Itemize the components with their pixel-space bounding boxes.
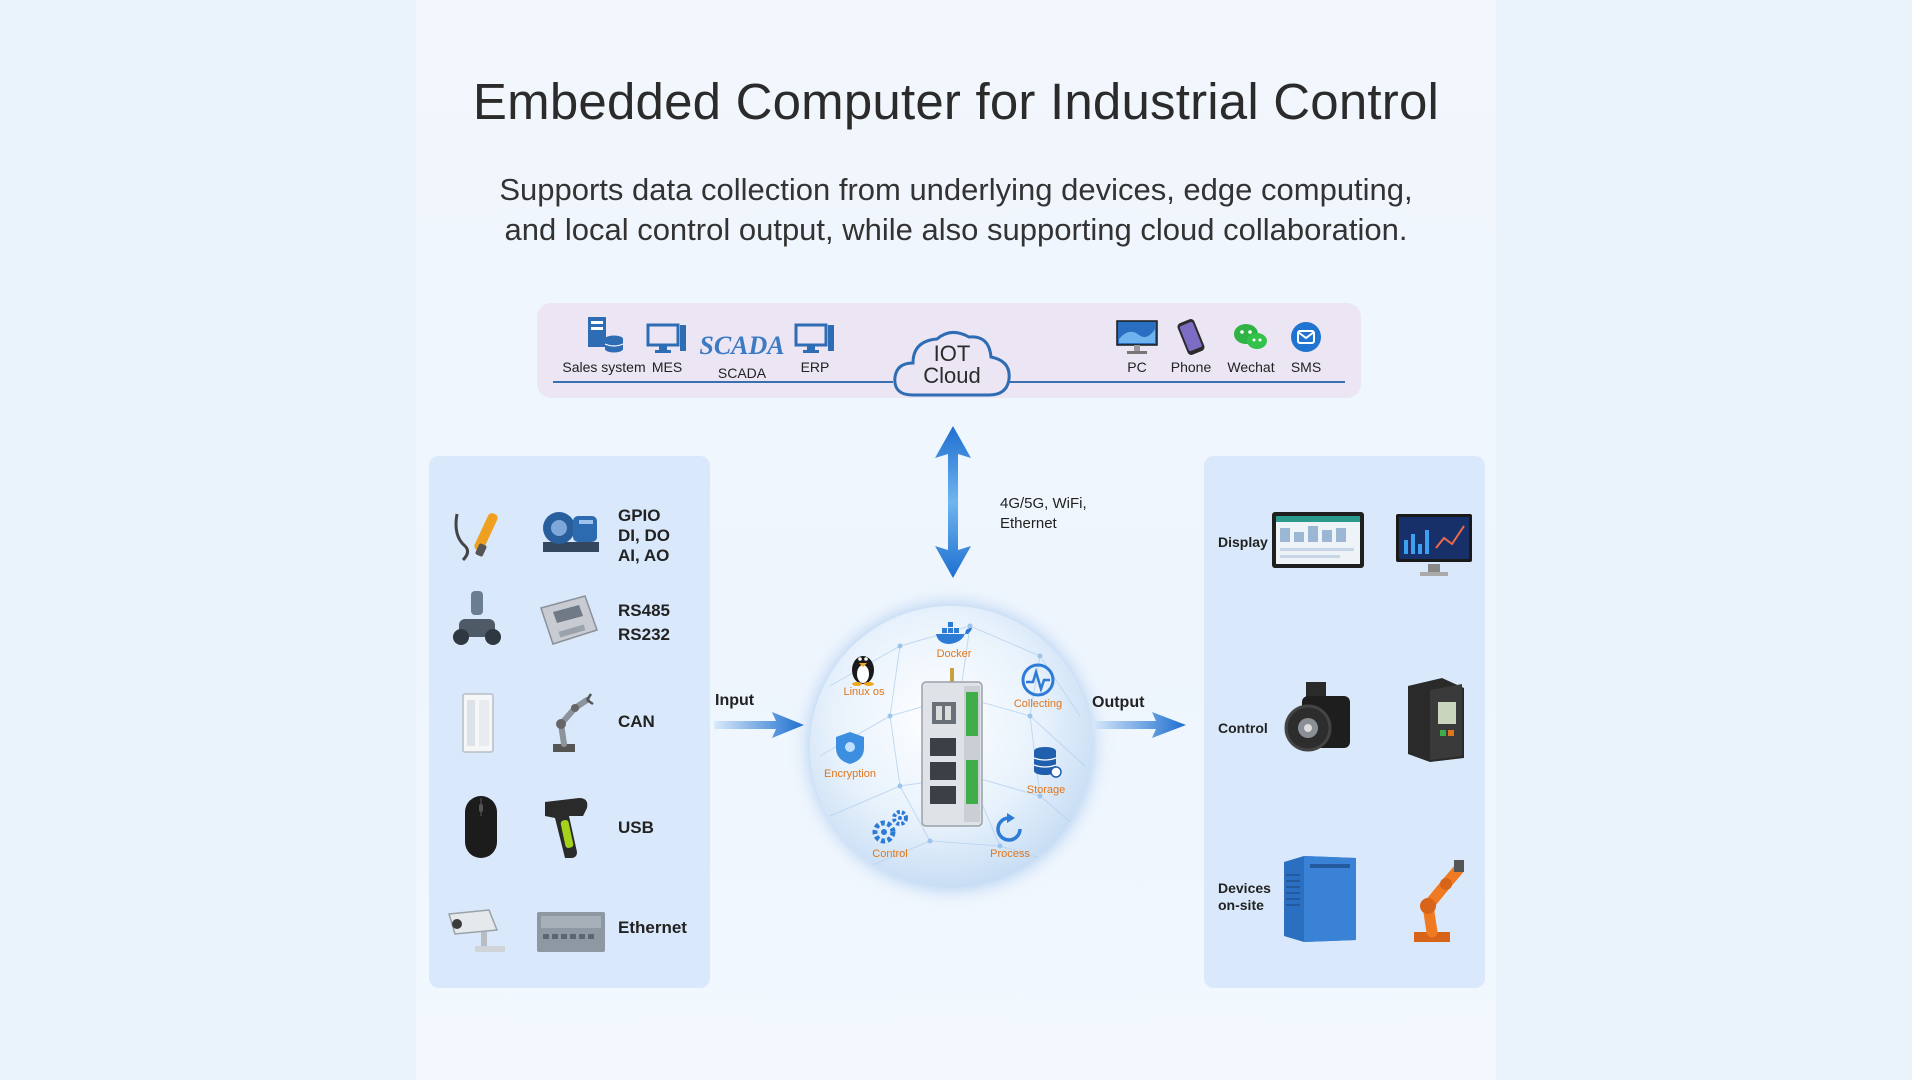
database-storage-icon — [1033, 747, 1062, 778]
output-arrow-icon — [1092, 712, 1186, 738]
barcode-scanner-icon — [545, 798, 588, 858]
bidirectional-arrow-icon — [935, 426, 971, 578]
item-erp: ERP — [787, 321, 843, 375]
label-wechat: Wechat — [1227, 359, 1275, 375]
label-sales-system: Sales system — [562, 359, 646, 375]
item-phone: Phone — [1163, 317, 1219, 375]
label-erp: ERP — [800, 359, 830, 375]
item-sales-system: Sales system — [559, 313, 649, 375]
label-process: Process — [990, 848, 1030, 860]
docker-icon — [936, 622, 972, 644]
process-cycle-icon — [996, 813, 1022, 842]
connection-line-1: 4G/5G, WiFi, — [1000, 495, 1087, 512]
cloud-services-bar: Sales system MES SCADA SCADA ERP IOT Clo… — [537, 303, 1361, 398]
item-mes: MES — [642, 321, 692, 375]
blower-motor-icon — [543, 512, 599, 552]
label-storage: Storage — [1026, 784, 1066, 796]
flow-meter-icon — [453, 591, 501, 645]
input-devices-panel: GPIO DI, DO AI, AO RS485 RS232 CAN — [429, 456, 710, 988]
label-gpio-3: AI, AO — [618, 546, 670, 565]
sensor-probe-icon — [454, 513, 498, 562]
subtitle-line-2: and local control output, while also sup… — [504, 212, 1408, 247]
linux-penguin-icon — [852, 656, 874, 686]
security-camera-icon — [448, 909, 505, 952]
gears-icon — [872, 810, 908, 844]
cloud-label-iot: IOT — [933, 341, 971, 366]
servo-motor-icon — [1284, 682, 1350, 752]
label-devices-on-site: Devices on-site — [1218, 880, 1271, 914]
label-ethernet: Ethernet — [618, 918, 687, 937]
industrial-robot-icon — [1414, 860, 1464, 942]
edge-computer-sphere: Docker Linux os Collecting Encryption St… — [810, 606, 1092, 888]
label-devices-1: Devices — [1218, 880, 1271, 896]
label-docker: Docker — [936, 648, 972, 660]
mail-icon — [1291, 322, 1321, 352]
label-rs485: RS485 — [618, 601, 670, 620]
label-gpio-1: GPIO — [618, 506, 661, 525]
connection-label: 4G/5G, WiFi, Ethernet — [1000, 494, 1087, 534]
server-database-icon — [588, 317, 624, 353]
mouse-icon — [465, 796, 497, 858]
label-sms: SMS — [1290, 359, 1322, 375]
item-scada: SCADA SCADA — [697, 331, 787, 382]
label-gpio-2: DI, DO — [618, 526, 670, 545]
hmi-display-icon — [1272, 512, 1364, 568]
embedded-computer-device-icon — [921, 668, 983, 827]
inverter-drive-icon — [1408, 678, 1464, 762]
label-gpio: GPIO DI, DO AI, AO — [618, 506, 670, 566]
label-devices-2: on-site — [1218, 897, 1264, 913]
phone-icon — [1177, 319, 1205, 355]
scada-logo: SCADA — [699, 331, 785, 360]
label-rs232: RS232 — [618, 625, 670, 644]
subtitle-line-1: Supports data collection from underlying… — [499, 172, 1413, 207]
monitor-icon — [646, 323, 686, 353]
desktop-monitor-icon — [1116, 320, 1158, 354]
battery-cabinet-icon — [462, 693, 494, 753]
cloud-icon — [893, 331, 1011, 397]
cloud-label-cloud: Cloud — [923, 363, 981, 388]
label-serial: RS485 RS232 — [618, 599, 670, 647]
cloud-label: IOT Cloud — [897, 343, 1007, 387]
collecting-pulse-icon — [1021, 663, 1055, 697]
robot-arm-icon — [553, 693, 594, 752]
label-mes: MES — [651, 359, 683, 375]
page-subtitle: Supports data collection from underlying… — [416, 170, 1496, 250]
shield-lock-icon — [836, 732, 864, 764]
cloud-line-right — [1005, 381, 1345, 383]
input-label: Input — [715, 692, 755, 709]
label-display: Display — [1218, 534, 1268, 550]
label-control: Control — [872, 848, 908, 860]
connection-line-2: Ethernet — [1000, 515, 1057, 532]
air-compressor-icon — [1284, 856, 1356, 942]
label-linux: Linux os — [843, 686, 885, 698]
label-collecting: Collecting — [1013, 698, 1063, 710]
label-control-output: Control — [1218, 720, 1268, 736]
label-encryption: Encryption — [824, 768, 876, 780]
input-arrow-icon — [714, 712, 804, 738]
monitor-icon — [794, 323, 834, 353]
label-pc: PC — [1127, 359, 1147, 375]
item-wechat: Wechat — [1220, 317, 1282, 375]
item-sms: SMS — [1283, 317, 1329, 375]
label-usb: USB — [618, 818, 654, 837]
energy-meter-icon — [540, 595, 598, 645]
wechat-icon — [1234, 324, 1267, 349]
monitor-dashboard-icon — [1396, 514, 1472, 576]
label-scada: SCADA — [717, 365, 767, 381]
cloud-line-left — [553, 381, 893, 383]
output-label: Output — [1092, 694, 1145, 711]
label-can: CAN — [618, 712, 655, 731]
page-title: Embedded Computer for Industrial Control — [472, 73, 1440, 130]
label-phone: Phone — [1170, 359, 1212, 375]
item-pc: PC — [1112, 317, 1162, 375]
network-switch-icon — [537, 912, 605, 952]
output-devices-panel: Display Control — [1204, 456, 1485, 988]
